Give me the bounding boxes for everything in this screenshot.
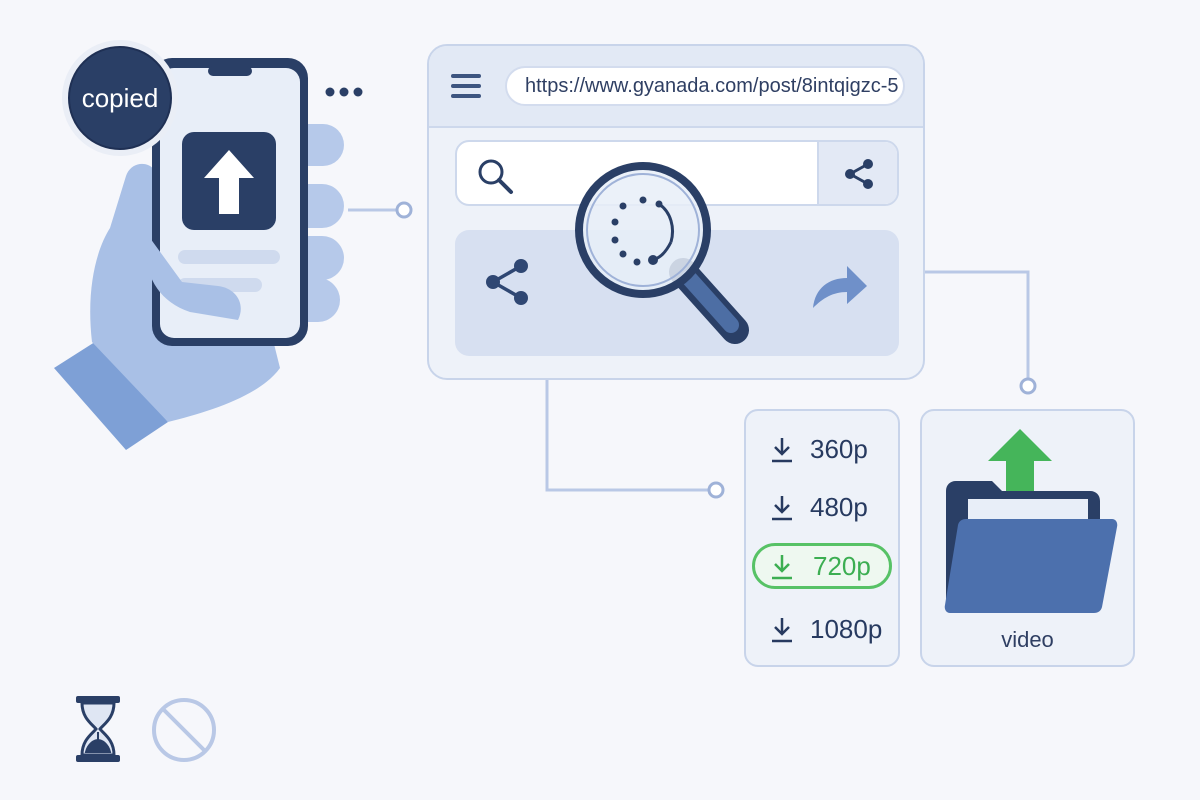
download-icon [772, 555, 792, 580]
connector-dot [395, 201, 413, 219]
quality-list: 360p 480p 720p 1080p [744, 409, 900, 667]
search-share-button[interactable] [817, 142, 897, 204]
hand [90, 163, 280, 422]
quality-option-1080p[interactable]: 1080p [752, 607, 892, 653]
browser-to-quality-line [545, 380, 708, 492]
hamburger-menu-icon[interactable] [449, 72, 483, 100]
connector-dot [1019, 377, 1037, 395]
sleeve [54, 340, 168, 450]
no-entry-icon [152, 698, 216, 762]
share-icon [845, 159, 873, 189]
download-icon [772, 618, 792, 643]
share-icon[interactable] [479, 254, 535, 310]
quality-option-720p[interactable]: 720p [752, 543, 892, 589]
upload-green-arrow-icon [988, 429, 1052, 505]
more-dots-icon[interactable] [322, 84, 366, 100]
phone-notch [208, 66, 252, 76]
copied-badge: copied [62, 40, 178, 156]
forward-arrow-icon[interactable] [807, 260, 871, 312]
video-folder-card[interactable]: video [920, 409, 1135, 667]
folder-icon [944, 429, 1118, 613]
hourglass-icon [76, 696, 120, 762]
quality-label: 720p [813, 551, 871, 581]
thumb [146, 238, 241, 320]
download-icon [772, 496, 792, 521]
quality-label: 1080p [810, 614, 883, 644]
folder-label: video [1001, 627, 1054, 652]
quality-label: 360p [810, 434, 868, 464]
hand-holding-phone [54, 58, 344, 450]
quality-option-480p[interactable]: 480p [752, 485, 892, 531]
browser-window: https://www.gyanada.com/post/8intqigzc-5 [427, 44, 925, 380]
magnifier-loading-icon [575, 162, 749, 344]
connector-dot [707, 481, 725, 499]
search-icon [478, 159, 513, 194]
copied-label: copied [68, 46, 172, 150]
download-icon [772, 438, 792, 463]
quality-label: 480p [810, 492, 868, 522]
phone-text-line [178, 250, 280, 264]
url-bar[interactable]: https://www.gyanada.com/post/8intqigzc-5 [505, 66, 905, 106]
browser-to-folder-line [925, 270, 1030, 378]
quality-option-360p[interactable]: 360p [752, 427, 892, 473]
